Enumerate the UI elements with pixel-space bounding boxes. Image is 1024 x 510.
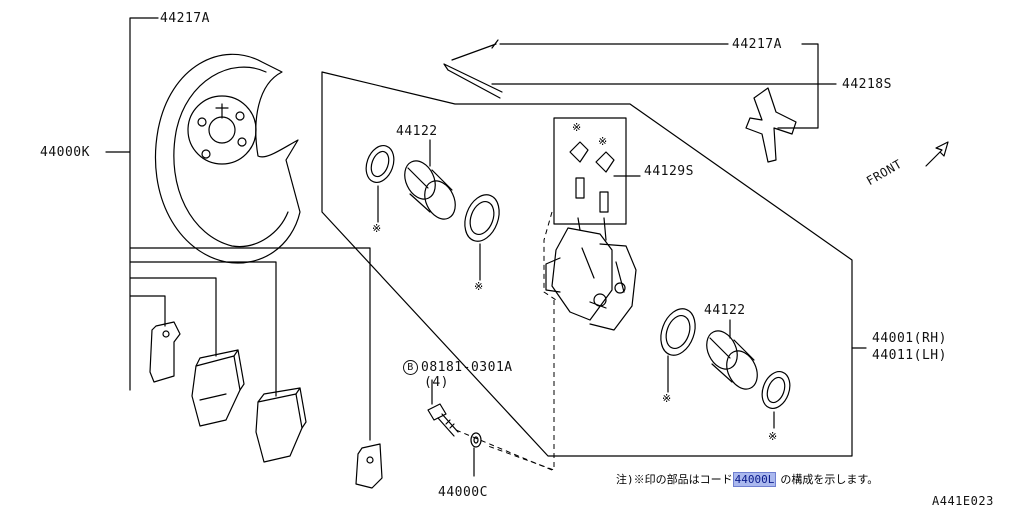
label-44218s: 44218S: [842, 77, 892, 92]
label-44000k: 44000K: [40, 145, 90, 160]
footnote-prefix: 注)※印の部品はコード: [616, 473, 733, 486]
label-44000c: 44000C: [438, 485, 488, 500]
front-arrow-icon: [925, 141, 949, 167]
bolt-circle-mark: B: [403, 360, 418, 375]
pad-shim-right: [355, 443, 383, 489]
footnote-suffix: の構成を示します。: [780, 473, 879, 486]
kit-mark-2: ※: [474, 280, 484, 293]
kit-mark-5: ※: [662, 392, 672, 405]
label-44217a-right: 44217A: [732, 37, 782, 52]
pad-clip-part: [745, 87, 797, 163]
piston-upper: [404, 160, 456, 220]
label-44122-top: 44122: [396, 124, 438, 139]
bolt-qty-label: (4): [424, 375, 449, 390]
mounting-bolt-part: [427, 403, 459, 437]
brake-pad-outer: [255, 387, 307, 463]
kit-mark-3: ※: [572, 121, 582, 134]
kit-mark-1: ※: [372, 222, 382, 235]
label-44129s: 44129S: [644, 164, 694, 179]
diagram-id: A441E023: [932, 494, 994, 508]
backing-plate-part: [154, 53, 301, 264]
label-44001-rh: 44001(RH): [872, 331, 947, 346]
kit-mark-4: ※: [598, 135, 608, 148]
footnote-code-highlight[interactable]: 44000L: [732, 472, 777, 487]
brake-pad-inner: [191, 349, 245, 427]
label-44217a-top: 44217A: [160, 11, 210, 26]
kit-mark-6: ※: [768, 430, 778, 443]
label-44122-bottom: 44122: [704, 303, 746, 318]
bolt-code-label: 08181-0301A: [421, 360, 513, 375]
washer-part: [470, 432, 482, 448]
label-44011-lh: 44011(LH): [872, 348, 947, 363]
bleeder-cap-part: [569, 141, 615, 213]
pad-shim-left: [149, 321, 181, 383]
piston-lower: [706, 330, 758, 390]
caliper-body: [545, 227, 637, 331]
